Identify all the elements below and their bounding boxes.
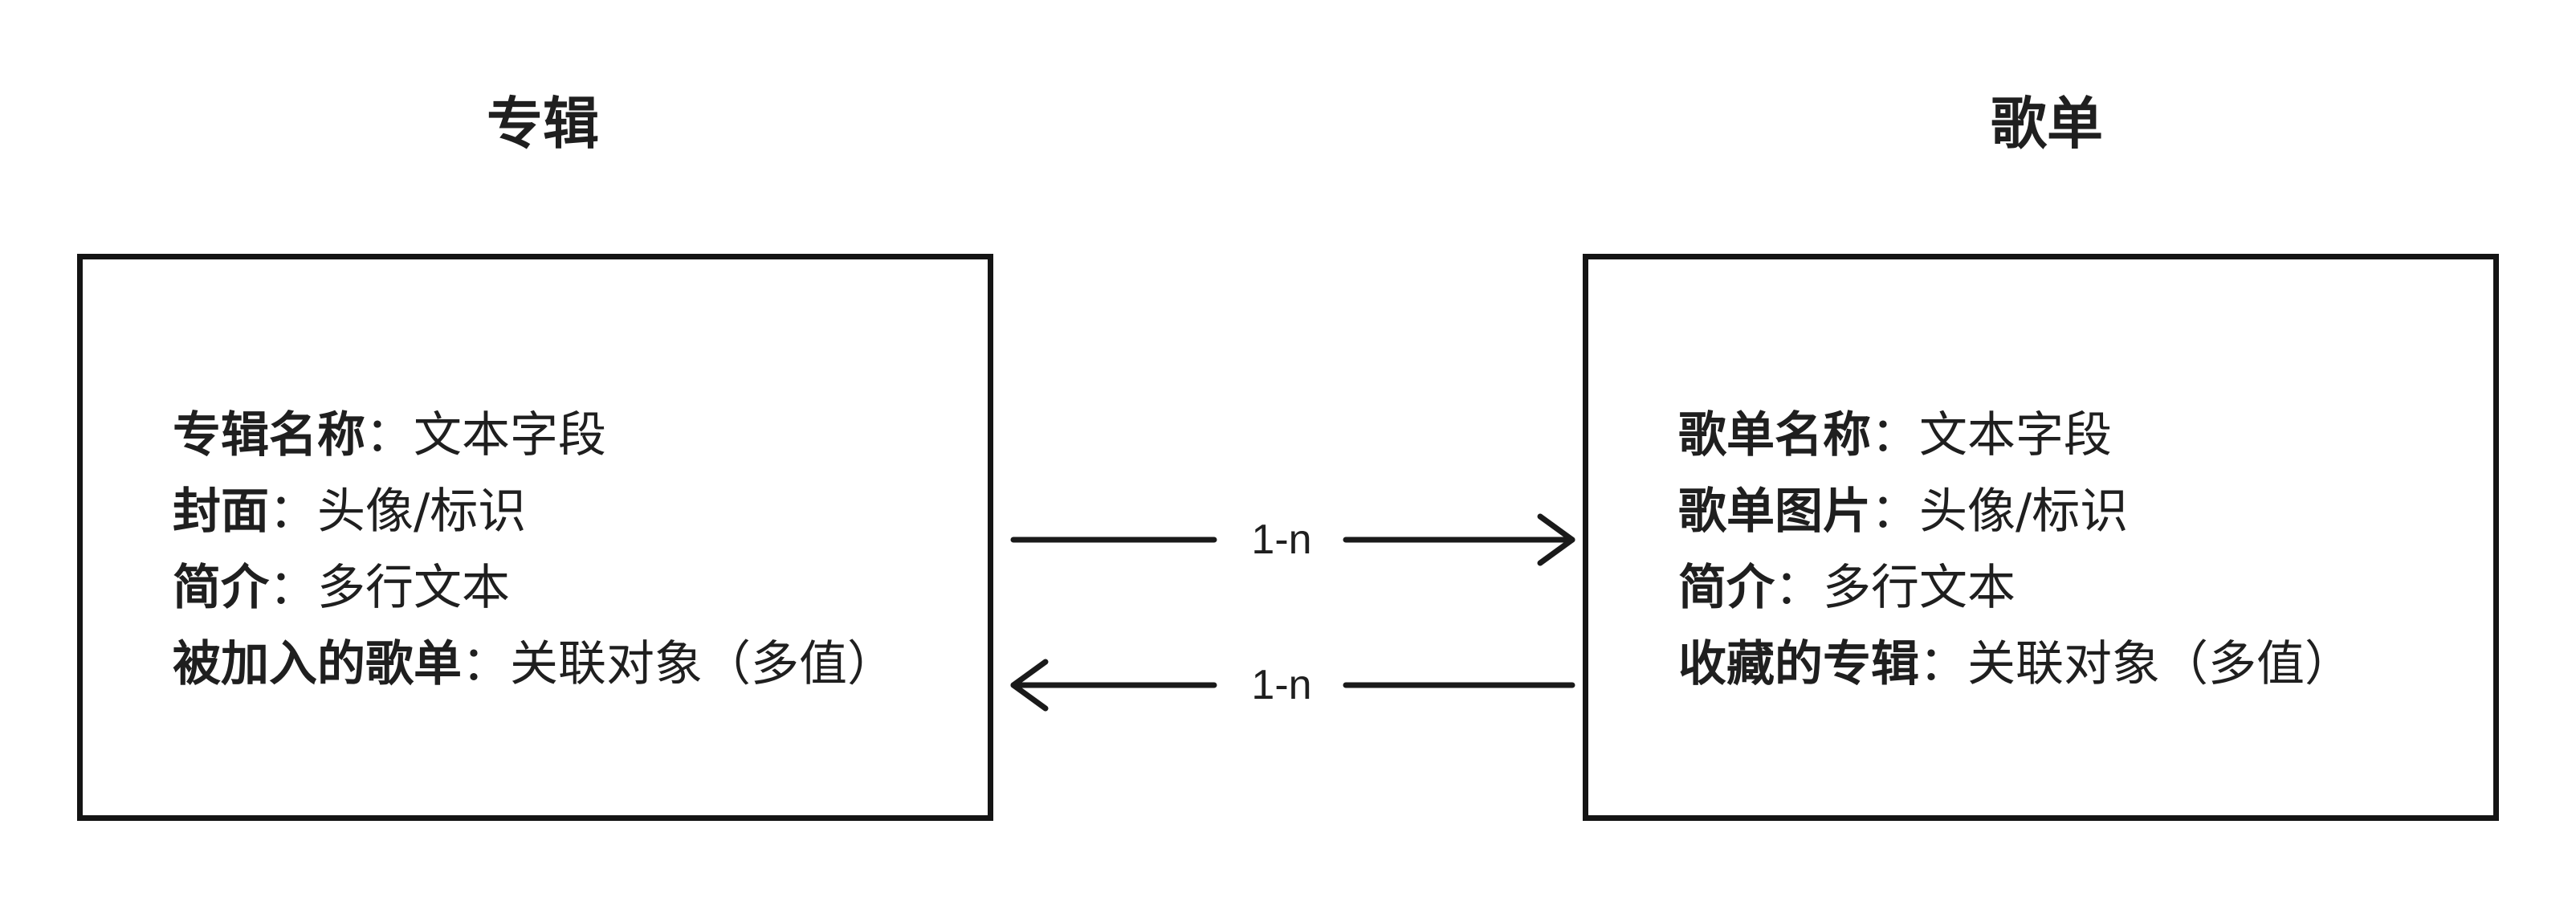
field-row: 歌单图片：头像/标识 [1678, 474, 2461, 550]
entity-title-album: 专辑 [487, 91, 599, 157]
relation-label-bottom: 1-n [1251, 662, 1312, 708]
field-row: 简介：多行文本 [173, 550, 956, 626]
field-list: 专辑名称：文本字段 封面：头像/标识 简介：多行文本 被加入的歌单：关联对象（多… [173, 398, 956, 703]
field-name: 简介 [173, 560, 269, 616]
field-row: 专辑名称：文本字段 [173, 398, 956, 474]
field-type: 头像/标识 [1919, 484, 2129, 540]
field-list: 歌单名称：文本字段 歌单图片：头像/标识 简介：多行文本 收藏的专辑：关联对象（… [1678, 398, 2461, 703]
field-separator: ： [462, 636, 510, 692]
relation-arrow-right-to-left [1010, 659, 1575, 712]
field-row: 简介：多行文本 [1678, 550, 2461, 626]
field-separator: ： [365, 407, 414, 463]
field-name: 收藏的专辑 [1678, 636, 1919, 692]
field-type: 头像/标识 [317, 484, 527, 540]
field-row: 封面：头像/标识 [173, 474, 956, 550]
entity-box-playlist: 歌单名称：文本字段 歌单图片：头像/标识 简介：多行文本 收藏的专辑：关联对象（… [1583, 254, 2499, 821]
field-name: 封面 [173, 484, 269, 540]
field-row: 被加入的歌单：关联对象（多值） [173, 626, 956, 703]
field-separator: ： [1919, 636, 1967, 692]
entity-title-playlist: 歌单 [1991, 91, 2103, 157]
field-separator: ： [1871, 407, 1919, 463]
field-type: 多行文本 [317, 560, 510, 616]
arrow-head-left-icon [1010, 659, 1049, 712]
field-name: 被加入的歌单 [173, 636, 462, 692]
field-name: 歌单图片 [1678, 484, 1871, 540]
relation-arrow-left-to-right [1010, 513, 1575, 566]
field-name: 简介 [1678, 560, 1775, 616]
field-separator: ： [269, 484, 317, 540]
field-row: 歌单名称：文本字段 [1678, 398, 2461, 474]
field-name: 歌单名称 [1678, 407, 1871, 463]
field-type: 文本字段 [1919, 407, 2112, 463]
field-type: 多行文本 [1823, 560, 2016, 616]
field-type: 关联对象（多值） [1967, 636, 2353, 692]
field-row: 收藏的专辑：关联对象（多值） [1678, 626, 2461, 703]
field-separator: ： [1775, 560, 1823, 616]
field-separator: ： [269, 560, 317, 616]
arrow-head-right-icon [1537, 513, 1575, 566]
entity-box-album: 专辑名称：文本字段 封面：头像/标识 简介：多行文本 被加入的歌单：关联对象（多… [77, 254, 993, 821]
relation-label-top: 1-n [1251, 516, 1312, 563]
field-type: 文本字段 [414, 407, 606, 463]
field-type: 关联对象（多值） [510, 636, 895, 692]
field-name: 专辑名称 [173, 407, 365, 463]
field-separator: ： [1871, 484, 1919, 540]
